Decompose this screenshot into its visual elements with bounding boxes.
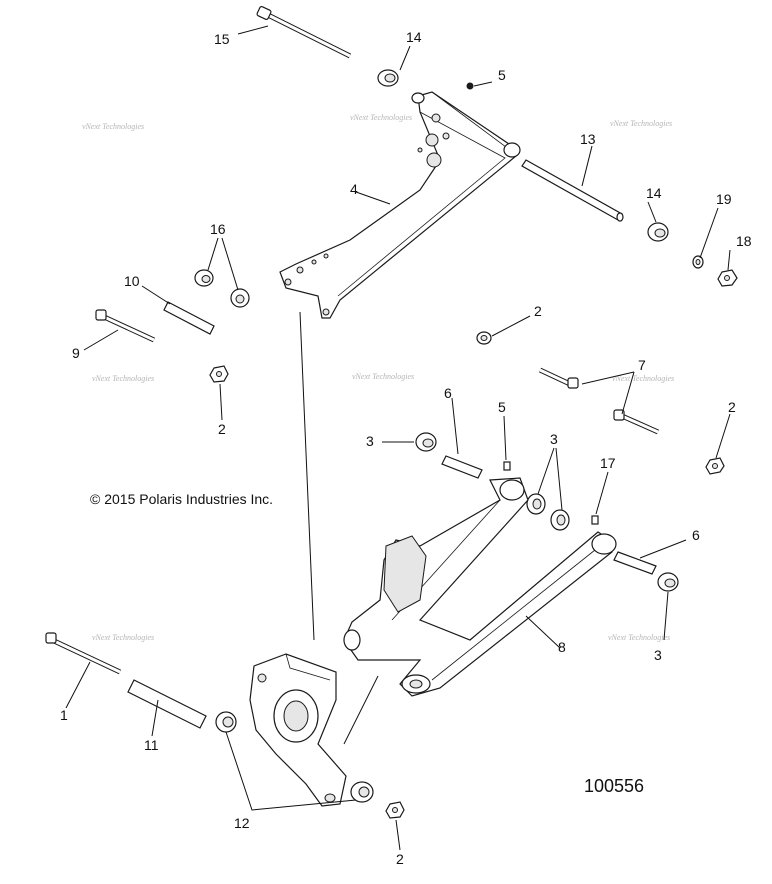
copyright-text: © 2015 Polaris Industries Inc. <box>90 491 273 507</box>
callout-1: 1 <box>60 707 68 723</box>
callout-2-right: 2 <box>728 399 736 415</box>
watermark-5: vNext Technologies <box>352 372 414 381</box>
watermarks: vNext Technologies vNext Technologies vN… <box>82 113 674 642</box>
grease-fitting-17 <box>591 515 599 525</box>
callout-8: 8 <box>558 639 566 655</box>
callout-19: 19 <box>716 191 732 207</box>
callouts: 15 14 5 13 14 19 18 4 16 10 9 2 2 7 2 6 … <box>60 29 752 867</box>
watermark-4: vNext Technologies <box>92 374 154 383</box>
watermark-2: vNext Technologies <box>350 113 412 122</box>
bolt-15 <box>256 5 352 59</box>
callout-14-top: 14 <box>406 29 422 45</box>
watermark-3: vNext Technologies <box>610 119 672 128</box>
watermark-7: vNext Technologies <box>92 633 154 642</box>
bushings-3-center <box>526 493 570 531</box>
callout-6-right: 6 <box>692 527 700 543</box>
bolt-9 <box>95 309 156 343</box>
callout-15: 15 <box>214 31 230 47</box>
watermark-6: vNext Technologies <box>612 374 674 383</box>
leader-lines <box>65 25 731 851</box>
washer-19 <box>692 255 704 269</box>
callout-10: 10 <box>124 273 140 289</box>
callout-2-middle: 2 <box>534 303 542 319</box>
watermark-1: vNext Technologies <box>82 122 144 131</box>
callout-2-bottom: 2 <box>396 851 404 867</box>
sleeve-11 <box>127 679 207 729</box>
nut-18 <box>717 269 738 287</box>
bushing-3-right <box>657 572 679 592</box>
bearing-carrier <box>249 653 347 807</box>
assembly-lines <box>299 311 379 745</box>
tube-13 <box>521 159 624 222</box>
callout-2-left: 2 <box>218 421 226 437</box>
callout-7: 7 <box>638 357 646 373</box>
nut-2-left <box>209 365 229 383</box>
sleeve-6-right <box>613 551 657 575</box>
callout-6-top: 6 <box>444 385 452 401</box>
callout-3-left: 3 <box>366 433 374 449</box>
bushings-16 <box>194 269 250 308</box>
callout-5-top: 5 <box>498 67 506 83</box>
bolt-1 <box>45 632 122 675</box>
callout-17: 17 <box>600 455 616 471</box>
callout-3-right: 3 <box>654 647 662 663</box>
upper-a-arm-4 <box>279 91 521 319</box>
grease-fitting-5-top <box>466 82 474 90</box>
grease-fitting-5-lower <box>503 461 511 471</box>
sleeve-10 <box>163 301 215 335</box>
nut-2-middle <box>476 331 492 345</box>
callout-12: 12 <box>234 815 250 831</box>
callout-5-lower: 5 <box>498 399 506 415</box>
lower-arm-8 <box>343 477 617 697</box>
bushing-14-right <box>647 222 669 242</box>
callout-14-right: 14 <box>646 185 662 201</box>
bushings-12 <box>215 711 374 803</box>
callout-13: 13 <box>580 131 596 147</box>
sleeve-6-top <box>441 455 483 479</box>
callout-11: 11 <box>144 737 159 753</box>
watermark-8: vNext Technologies <box>608 633 670 642</box>
reference-number: 100556 <box>584 776 644 796</box>
callout-4: 4 <box>350 181 358 197</box>
callout-18: 18 <box>736 233 752 249</box>
bolts-7 <box>538 367 660 435</box>
bushing-14-top <box>377 69 399 87</box>
nut-2-bottom <box>385 801 405 819</box>
nut-2-right <box>705 457 725 475</box>
callout-9: 9 <box>72 345 80 361</box>
bushing-3-left <box>415 432 437 452</box>
callout-3-center: 3 <box>550 431 558 447</box>
callout-16: 16 <box>210 221 226 237</box>
